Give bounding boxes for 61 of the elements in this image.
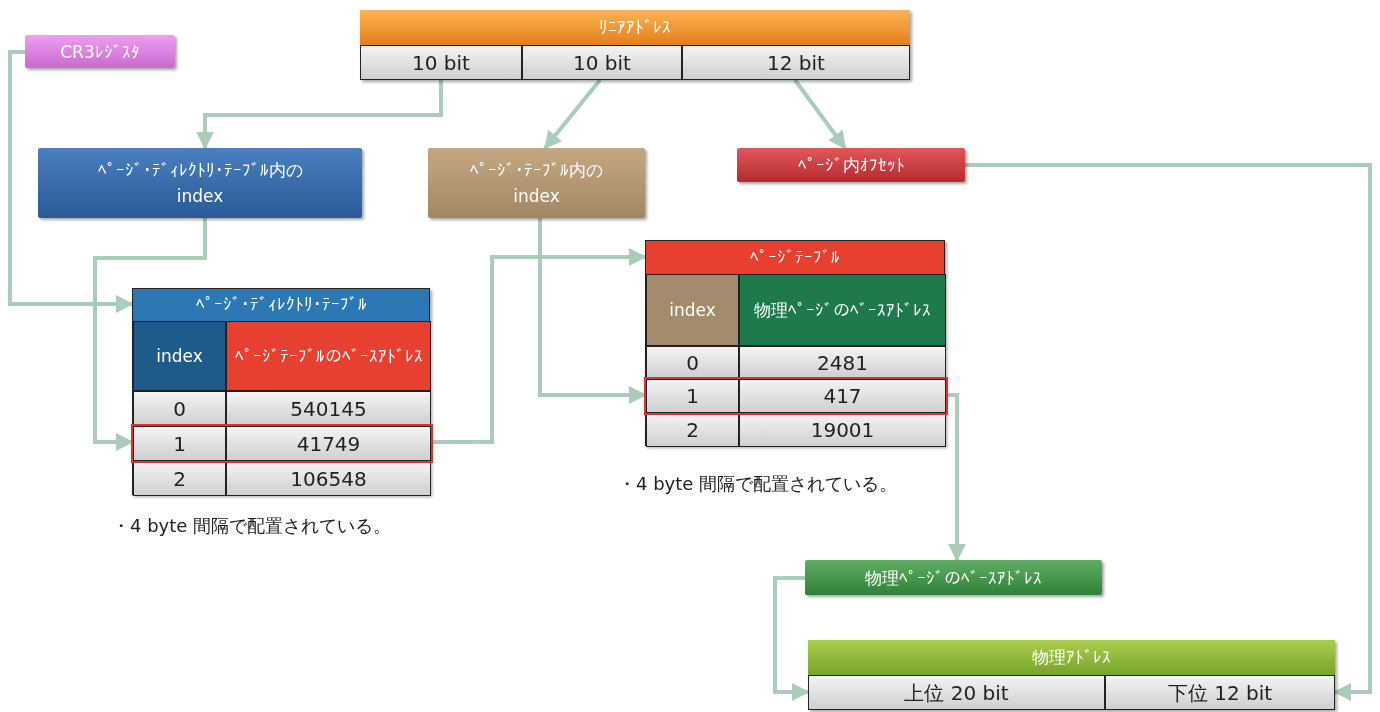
table-cell: 19001 [739, 413, 946, 447]
bit-field-register [360, 10, 910, 80]
arrow [93, 218, 207, 451]
bit-field-cell: 10 bit [360, 45, 522, 80]
table-title: ﾍﾟｰｼﾞﾃｰﾌﾞﾙ [750, 245, 840, 269]
highlighted-table-row [646, 379, 946, 413]
box-label: index [513, 185, 560, 208]
table-cell: 1 [133, 426, 226, 461]
arrow [430, 248, 647, 444]
box-label: index [176, 185, 224, 208]
label-box [25, 35, 175, 68]
note-text: ・4 byte 間隔で配置されている。 [112, 514, 392, 538]
arrow [196, 80, 443, 150]
table-title: ﾍﾟｰｼﾞ･ﾃﾞｨﾚｸﾄﾘ･ﾃｰﾌﾞﾙ [195, 293, 367, 317]
table-row [133, 391, 431, 426]
arrow [8, 50, 134, 313]
label-box [737, 148, 965, 182]
box-label: 物理ﾍﾟｰｼﾞのﾍﾞｰｽｱﾄﾞﾚｽ [865, 566, 1042, 590]
table-header-row [133, 321, 431, 391]
table-cell: 540145 [226, 391, 431, 426]
arrow [538, 218, 647, 404]
header-label: 物理ｱﾄﾞﾚｽ [1032, 645, 1111, 669]
box-label: ﾍﾟｰｼﾞ内ｵﾌｾｯﾄ [797, 154, 905, 177]
table-cell: 0 [133, 391, 226, 426]
table-header-cell: index [646, 274, 739, 346]
box-label: ﾍﾟｰｼﾞ･ﾃﾞｨﾚｸﾄﾘ･ﾃｰﾌﾞﾙ内の [97, 159, 303, 182]
box-label: ﾍﾟｰｼﾞ･ﾃｰﾌﾞﾙ内の [470, 159, 603, 182]
table-header-cell: 物理ﾍﾟｰｼﾞのﾍﾞｰｽｱﾄﾞﾚｽ [739, 274, 946, 346]
table-row [646, 346, 946, 379]
bit-field-cell: 下位 12 bit [1105, 675, 1335, 710]
table-cell: 0 [646, 346, 739, 379]
lookup-table [645, 240, 945, 446]
label-box [38, 148, 362, 218]
bit-field-cell: 10 bit [522, 45, 682, 80]
label-box [805, 560, 1102, 595]
table-cell: 106548 [226, 461, 431, 496]
table-cell: 2481 [739, 346, 946, 379]
table-row [133, 461, 431, 496]
table-header-row [646, 274, 946, 346]
arrow [965, 163, 1372, 701]
arrow [945, 393, 966, 562]
bit-field-cell: 上位 20 bit [808, 675, 1105, 710]
table-cell: 417 [739, 379, 946, 413]
arrow [543, 78, 602, 150]
bit-field-cell: 12 bit [682, 45, 910, 80]
table-cell: 2 [133, 461, 226, 496]
label-box [428, 148, 645, 218]
table-row [646, 413, 946, 447]
arrow [773, 576, 810, 701]
arrow [793, 78, 847, 150]
highlighted-table-row [133, 426, 431, 461]
table-cell: 41749 [226, 426, 431, 461]
note-text: ・4 byte 間隔で配置されている。 [618, 472, 898, 496]
header-label: ﾘﾆｱｱﾄﾞﾚｽ [599, 15, 671, 39]
table-header-cell: index [133, 321, 226, 391]
table-header-cell: ﾍﾟｰｼﾞﾃｰﾌﾞﾙのﾍﾞｰｽｱﾄﾞﾚｽ [226, 321, 431, 391]
bit-field-register [808, 640, 1335, 710]
box-label: CR3ﾚｼﾞｽﾀ [60, 40, 140, 64]
lookup-table [132, 288, 430, 495]
table-cell: 1 [646, 379, 739, 413]
table-cell: 2 [646, 413, 739, 447]
